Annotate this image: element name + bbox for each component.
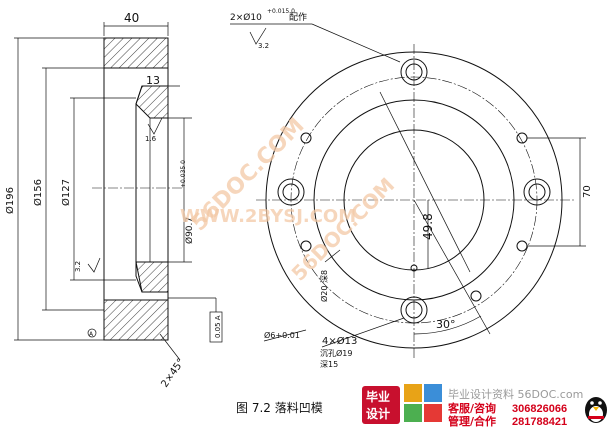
roughness-left-symbol [87,257,101,273]
angle-30-arc [413,315,482,335]
slot-note-leader [324,249,341,263]
section-hatch-bottom [103,299,169,341]
dim-907-tol: +0.035 0 [180,160,187,188]
pin-hole-leader [263,329,307,342]
roughness-top-symbol [249,27,267,45]
section-cut-line [379,91,471,273]
dim-13-label: 13 [146,74,160,87]
pin-hole-4 [300,240,312,252]
dim-196-label: Ø196 [4,187,16,214]
phone-2: 281788421 [512,416,567,427]
pin-note-prefix: 2×Ø10 [230,12,262,23]
logo-line-1: 毕业 [366,389,390,404]
chamfer-leader [159,333,181,361]
service-label-2: 管理/合作 [448,414,496,427]
section-hatch-bottom-inner [135,261,169,293]
section-view: 40 13 Ø196 Ø156 Ø127 Ø90.7 +0.035 0 1.6 … [4,11,223,390]
dim-40-label: 40 [124,11,139,25]
roughness-right-symbol [147,117,163,135]
small-hole [410,264,418,272]
dim-156-label: Ø156 [32,179,44,206]
angle-30-ray [413,199,491,335]
pin-hole-note: Ø6+0.01 [264,330,300,340]
penguin-icon [585,397,607,423]
logo-badge [362,386,400,424]
bolt-hole-left [277,178,305,206]
bolt-note-leader [321,317,405,348]
watermark-horizontal: WWW.2BYSJ.COM [180,206,356,227]
section-outline-bottom [104,262,169,341]
logo-line-2: 设计 [366,406,390,421]
datum-label: A [89,331,94,338]
pin-hole-2 [516,240,528,252]
pin-hole-5 [470,290,482,302]
chamfer-label: 2×45° [159,357,187,390]
pin-note-suffix: 配作 [289,11,307,23]
roughness-top-label: 3.2 [258,42,269,50]
service-label-1: 客服/咨询 [447,401,496,415]
pin-note-tol: +0.015 0 [267,8,295,15]
datum-circle [87,328,97,338]
dim-70-label: 70 [582,185,593,198]
slot-note: Ø20 深8 [319,270,329,302]
pin-note-leader [311,23,401,63]
bolt-hole-right [523,178,551,206]
bolt-note-2: 沉孔Ø19 [320,348,352,358]
section-hatch-top [103,37,169,69]
runout-label: 0.05 A [214,315,222,338]
roughness-left-label: 3.2 [74,261,82,272]
puzzle-icon [404,384,442,422]
site-text: 毕业设计资料 56DOC.com [448,387,583,401]
pin-hole-3 [300,132,312,144]
bolt-hole-top [400,58,428,86]
figure-caption: 图 7.2 落料凹模 [236,401,323,415]
bolt-note-3: 深15 [320,360,338,369]
dim-127-label: Ø127 [60,179,72,206]
phone-1: 306826066 [512,403,567,415]
footer-branding: 毕业 设计 毕业设计资料 56DOC.com 客服/咨询 306826066 管… [362,384,607,428]
plan-view: 2×Ø10 +0.015 0 配作 3.2 70 49.8 30° Ø20 深8… [230,8,593,369]
dim-498-label: 49.8 [421,213,435,240]
dim-907-label: Ø90.7 [184,217,195,244]
bolt-hole-bottom [400,296,428,324]
angle-30-label: 30° [436,318,456,331]
roughness-right-label: 1.6 [145,135,157,143]
